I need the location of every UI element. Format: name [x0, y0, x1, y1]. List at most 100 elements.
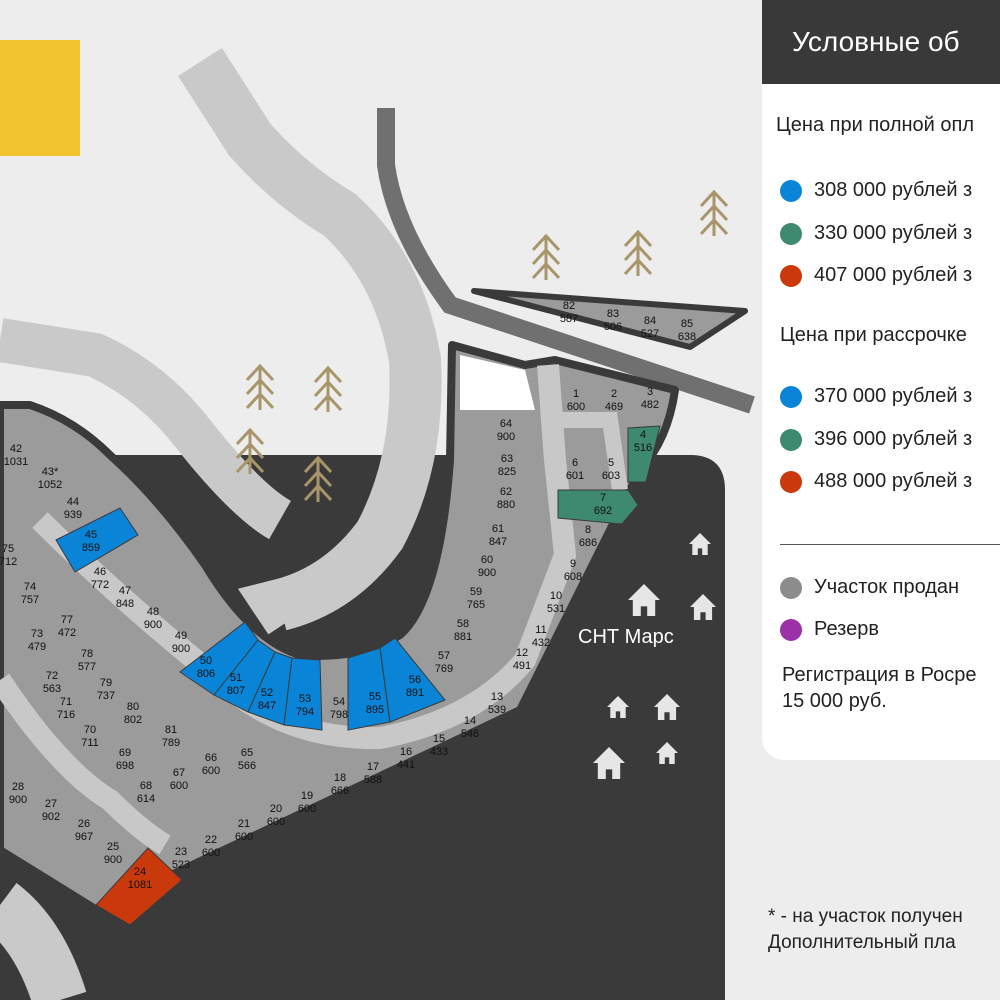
plot-number: 71	[60, 696, 72, 708]
legend-label: 330 000 рублей з	[814, 222, 973, 244]
plot-shape-blue[interactable]	[379, 637, 446, 723]
tree-icon	[623, 229, 653, 276]
plot-number: 17	[367, 761, 379, 773]
plot-number: 8	[585, 524, 591, 536]
settlement-boundary	[0, 341, 679, 914]
plot-area: 895	[366, 704, 384, 716]
plot-number: 56	[409, 674, 421, 686]
house-icon	[690, 594, 716, 620]
plot-area: 479	[28, 641, 46, 653]
plot-area: 698	[116, 760, 134, 772]
plot-number: 84	[644, 315, 656, 327]
plot-area: 900	[104, 854, 122, 866]
road-south	[0, 883, 87, 1000]
plot-number: 73	[31, 628, 43, 640]
plot-area: 847	[489, 536, 507, 548]
plot-area: 523	[172, 859, 190, 871]
plot-number: 48	[147, 606, 159, 618]
plot-number: 52	[261, 687, 273, 699]
legend-dot-icon	[780, 618, 802, 641]
plot-number: 75	[2, 543, 14, 555]
house-icon	[607, 696, 629, 718]
plot-number: 1	[573, 388, 579, 400]
plot-number: 11	[535, 624, 546, 636]
plot-area: 847	[258, 700, 276, 712]
plot-area: 939	[64, 509, 82, 521]
plot-area: 967	[75, 831, 93, 843]
plot-area: 469	[605, 401, 623, 413]
installment-heading: Цена при рассрочке	[780, 324, 967, 346]
plot-number: 83	[607, 308, 619, 320]
plot-shape-blue[interactable]	[283, 657, 323, 731]
plot-area: 902	[42, 811, 60, 823]
plot-number: 68	[140, 780, 152, 792]
plots-82-85-area	[471, 288, 748, 350]
house-icon	[656, 742, 678, 764]
plot-number: 26	[78, 818, 90, 830]
plot-number: 7	[600, 492, 606, 504]
plot-area: 539	[488, 704, 506, 716]
legend-dot-icon	[780, 576, 802, 599]
plot-number: 60	[481, 554, 493, 566]
plot-area: 601	[566, 470, 584, 482]
legend-full-red: 407 000 рублей з	[780, 264, 972, 287]
legend-panel: Условные об Цена при полной опл 308 000 …	[762, 0, 1000, 760]
legend-dot-icon	[780, 264, 802, 287]
logo-block	[0, 40, 80, 156]
legend-label: 407 000 рублей з	[814, 264, 973, 286]
house-icon	[689, 533, 711, 555]
plot-area: 848	[116, 598, 134, 610]
plot-shape-blue[interactable]	[55, 507, 139, 573]
legend-dot-icon	[780, 179, 802, 202]
plot-number: 16	[400, 746, 412, 758]
plot-number: 49	[175, 630, 187, 642]
legend-label: Резерв	[814, 618, 879, 640]
plot-area: 614	[137, 793, 155, 805]
plot-area: 1031	[4, 456, 28, 468]
inner-road-lower	[0, 673, 171, 855]
plot-number: 80	[127, 701, 139, 713]
plot-shape-green[interactable]	[557, 489, 639, 525]
plot-area: 441	[397, 759, 415, 771]
plot-number: 22	[205, 834, 217, 846]
tree-icon	[531, 233, 561, 280]
plot-number: 66	[205, 752, 217, 764]
registration-line-1: Регистрация в Росре	[782, 664, 977, 686]
plot-number: 74	[24, 581, 36, 593]
plot-area: 891	[406, 687, 424, 699]
plot-number: 50	[200, 655, 212, 667]
plot-number: 24	[134, 866, 146, 878]
plot-number: 15	[433, 733, 445, 745]
plot-area: 482	[641, 399, 659, 411]
legend-label: 370 000 рублей з	[814, 385, 973, 407]
house-icon	[628, 584, 660, 616]
plot-area: 588	[364, 774, 382, 786]
plot-number: 78	[81, 648, 93, 660]
plot-area: 859	[82, 542, 100, 554]
plot-number: 45	[85, 529, 97, 541]
trees	[235, 189, 729, 502]
plot-area: 789	[162, 737, 180, 749]
plot-area: 900	[9, 794, 27, 806]
legend-divider	[780, 544, 1000, 545]
plot-number: 44	[67, 496, 79, 508]
footnote-line-2: Дополнительный пла	[768, 932, 956, 953]
plot-shape-red[interactable]	[95, 847, 183, 926]
legend-label: 488 000 рублей з	[814, 470, 973, 492]
plot-area: 880	[497, 499, 515, 511]
plot-area: 603	[602, 470, 620, 482]
plot-area: 608	[564, 571, 582, 583]
plot-number: 62	[500, 486, 512, 498]
plot-area: 563	[43, 683, 61, 695]
plot-number: 58	[457, 618, 469, 630]
tree-icon	[303, 455, 333, 502]
legend-dot-icon	[780, 222, 802, 245]
plot-area: 600	[202, 847, 220, 859]
plot-shape-green[interactable]	[627, 425, 661, 483]
plot-area: 737	[97, 690, 115, 702]
plot-number: 69	[119, 747, 131, 759]
tree-icon	[313, 365, 343, 412]
plot-area: 600	[170, 780, 188, 792]
plot-number: 4	[640, 429, 646, 441]
plot-area: 600	[235, 831, 253, 843]
